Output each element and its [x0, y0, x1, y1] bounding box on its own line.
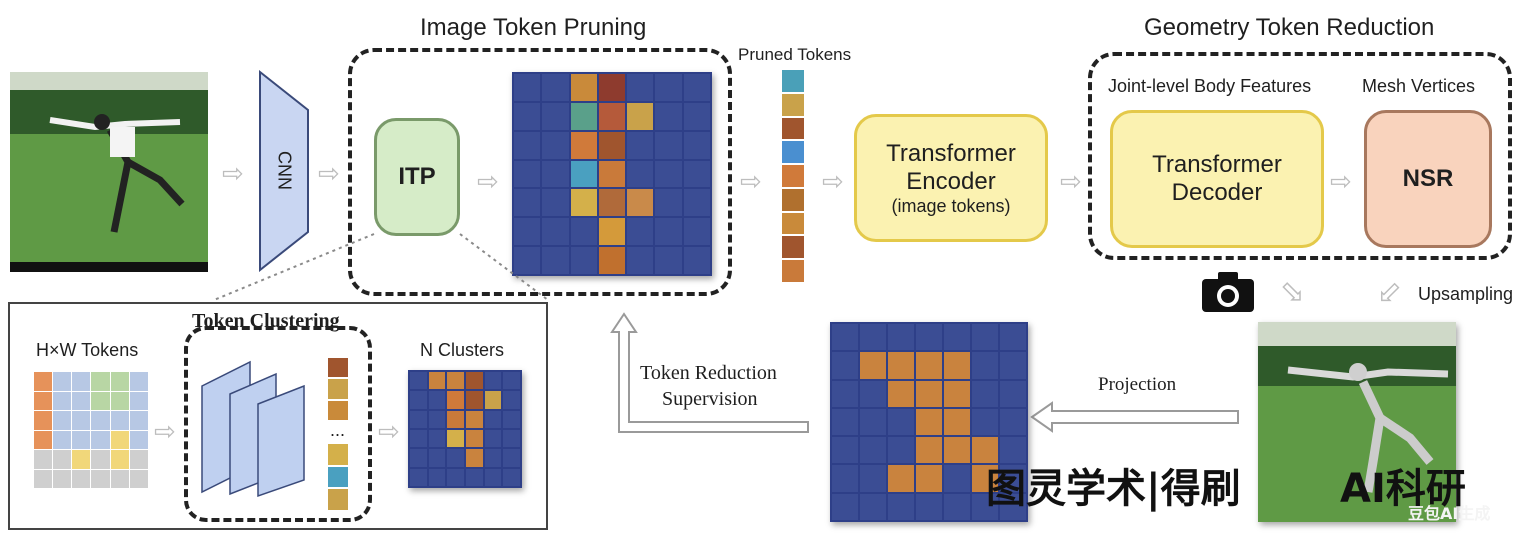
cnn-label: CNN	[274, 151, 295, 190]
token-clustering-panel	[8, 302, 548, 530]
clustering-module-box	[184, 326, 372, 522]
hw-token-grid	[34, 372, 148, 488]
transformer-encoder-block: Transformer Encoder (image tokens)	[854, 114, 1048, 242]
hollow-arrow-icon: ⇨	[740, 166, 762, 196]
watermark-right: AI科研	[1340, 466, 1466, 512]
transformer-decoder-block: Transformer Decoder	[1110, 110, 1324, 248]
n-clusters-grid	[408, 370, 522, 488]
cluster-token-column-bottom	[328, 444, 348, 511]
token-grid-image	[512, 72, 712, 276]
watermark-corner: 豆包AI生成	[1408, 504, 1491, 523]
section-title-image-token-pruning: Image Token Pruning	[420, 14, 647, 41]
hollow-arrow-icon: ⇨	[154, 416, 176, 446]
itp-label: ITP	[398, 163, 436, 190]
projection-arrow	[1030, 401, 1239, 433]
supervision-arrow	[610, 312, 809, 433]
projected-token-grid	[830, 322, 1028, 522]
upsampling-label: Upsampling	[1418, 284, 1514, 304]
hollow-arrow-icon: ⇨	[1272, 272, 1314, 314]
mesh-vertices-label: Mesh Vertices	[1362, 76, 1476, 96]
nsr-block: NSR	[1364, 110, 1492, 248]
hollow-arrow-icon: ⇨	[1060, 166, 1082, 196]
watermark-left: 图灵学术|得刷	[986, 466, 1241, 512]
supervision-label-line1: Token Reduction	[640, 362, 777, 384]
input-photo	[10, 72, 208, 272]
camera-icon	[1202, 272, 1254, 312]
supervision-label-line2: Supervision	[662, 388, 758, 410]
hollow-arrow-icon: ⇨	[822, 166, 844, 196]
encoder-line2: Encoder	[906, 167, 996, 195]
nsr-label: NSR	[1402, 165, 1454, 192]
decoder-line1: Transformer	[1152, 151, 1282, 178]
output-mesh-photo	[1258, 322, 1456, 522]
geometry-token-reduction-box	[1088, 52, 1512, 260]
section-title-geometry-token-reduction: Geometry Token Reduction	[1144, 14, 1435, 41]
hollow-arrow-icon: ⇨	[222, 158, 244, 188]
encoder-line1: Transformer	[886, 139, 1016, 167]
pruned-tokens-label: Pruned Tokens	[738, 45, 852, 64]
hollow-arrow-icon: ⇨	[318, 158, 340, 188]
cluster-token-column-top	[328, 358, 348, 420]
itp-block: ITP	[374, 118, 460, 236]
cluster-ellipsis: ...	[330, 420, 346, 440]
hollow-arrow-icon: ⇨	[1368, 272, 1410, 314]
hollow-arrow-icon: ⇨	[1330, 166, 1352, 196]
encoder-line3: (image tokens)	[891, 195, 1011, 216]
stacked-feature-maps	[201, 360, 305, 498]
cnn-block	[259, 70, 309, 272]
hollow-arrow-icon: ⇨	[477, 166, 499, 196]
projection-label: Projection	[1098, 374, 1177, 395]
hw-tokens-label: H×W Tokens	[36, 340, 139, 360]
hollow-arrow-icon: ⇨	[378, 416, 400, 446]
joint-features-label: Joint-level Body Features	[1108, 76, 1312, 96]
n-clusters-label: N Clusters	[420, 340, 505, 360]
pruned-token-column	[782, 70, 804, 283]
decoder-line2: Decoder	[1171, 179, 1263, 206]
